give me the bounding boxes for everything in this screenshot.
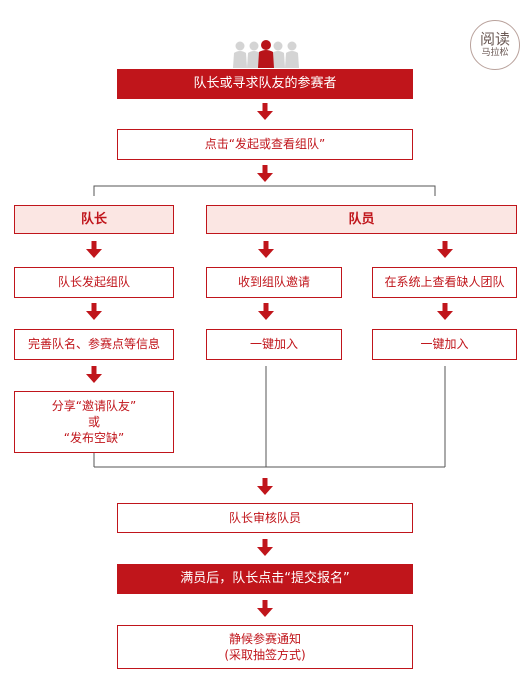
captain-step-share: 分享“邀请队友” 或 “发布空缺” xyxy=(14,391,174,453)
submit-node: 满员后，队长点击“提交报名” xyxy=(117,564,413,594)
arrow-down xyxy=(437,241,453,258)
reading-marathon-badge: 阅读 马拉松 xyxy=(470,20,520,70)
arrow-down xyxy=(257,165,273,182)
arrow-down xyxy=(86,241,102,258)
start-node: 队长或寻求队友的参赛者 xyxy=(117,69,413,99)
badge-line2: 马拉松 xyxy=(481,48,509,58)
captain-step-info: 完善队名、参赛点等信息 xyxy=(14,329,174,360)
member-browse-teams: 在系统上查看缺人团队 xyxy=(372,267,517,298)
member-join-a: 一键加入 xyxy=(206,329,342,360)
arrow-down xyxy=(257,103,273,120)
branch-bracket xyxy=(93,185,436,196)
arrow-down xyxy=(258,241,274,258)
member-join-b: 一键加入 xyxy=(372,329,517,360)
badge-line1: 阅读 xyxy=(479,30,510,48)
arrow-down xyxy=(257,539,273,556)
captain-header: 队长 xyxy=(14,205,174,234)
arrow-down xyxy=(257,478,273,495)
people-icon xyxy=(233,40,299,68)
member-receive-invite: 收到组队邀请 xyxy=(206,267,342,298)
arrow-down xyxy=(258,303,274,320)
review-node: 队长审核队员 xyxy=(117,503,413,533)
captain-step-create: 队长发起组队 xyxy=(14,267,174,298)
launch-team-node: 点击“发起或查看组队” xyxy=(117,129,413,160)
final-node: 静候参赛通知 (采取抽签方式) xyxy=(117,625,413,669)
member-header: 队员 xyxy=(206,205,517,234)
arrow-down xyxy=(257,600,273,617)
arrow-down xyxy=(437,303,453,320)
arrow-down xyxy=(86,366,102,383)
arrow-down xyxy=(86,303,102,320)
